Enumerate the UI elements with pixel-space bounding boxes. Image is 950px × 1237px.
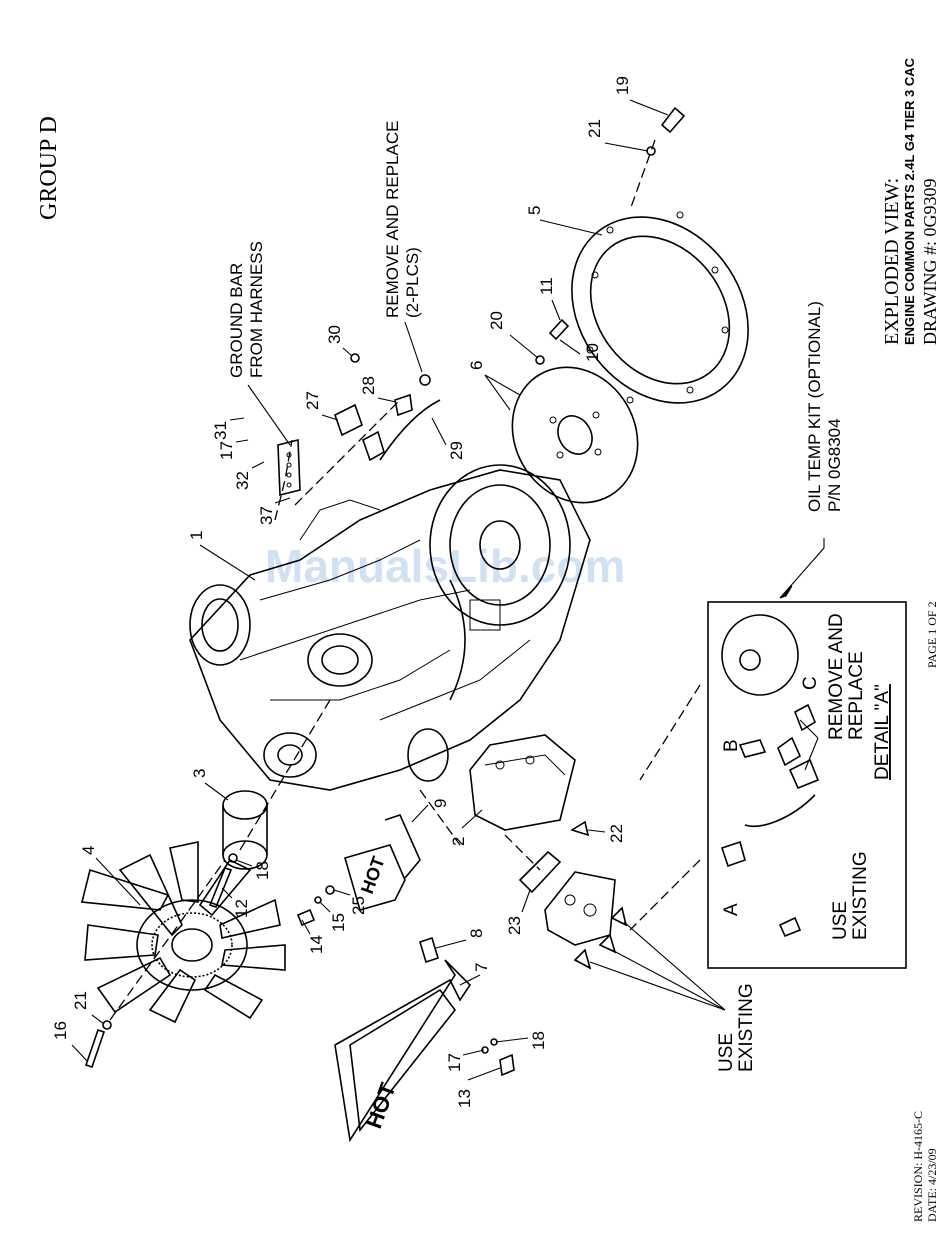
part-number-8: 8 — [467, 929, 486, 938]
part-number-25: 25 — [349, 896, 368, 915]
title-line-1: EXPLODED VIEW: — [881, 178, 903, 345]
title-line-2: ENGINE COMMON PARTS 2.4L G4 TIER 3 CAC — [902, 57, 917, 345]
part-number-37: 37 — [257, 506, 276, 525]
remove-replace-line-1: REMOVE AND REPLACE — [383, 121, 402, 318]
part-number-16: 16 — [51, 1021, 70, 1040]
harness-parts — [274, 353, 441, 521]
fasteners — [84, 699, 515, 1077]
detail-letter-a: A — [721, 903, 742, 916]
part-numbers: 1 2 3 4 5 6 7 8 9 10 11 12 13 14 15 16 — [51, 76, 669, 1108]
fan-assembly — [80, 841, 286, 1024]
group-title: GROUP D — [36, 116, 62, 220]
part-number-18a: 18 — [253, 861, 272, 880]
part-number-12: 12 — [232, 899, 251, 918]
part-number-30: 30 — [325, 325, 344, 344]
ring-bolt — [629, 106, 686, 211]
title-block: EXPLODED VIEW: ENGINE COMMON PARTS 2.4L … — [881, 57, 940, 345]
revision-label: REVISION: H-4165-C — [911, 1111, 925, 1222]
page-label: PAGE 1 OF 2 — [925, 601, 939, 668]
spacer-8 — [419, 936, 439, 964]
part-number-22: 22 — [607, 824, 626, 843]
mount-bracket — [469, 734, 576, 831]
detail-use-existing-2: EXISTING — [850, 851, 871, 940]
detail-remove-replace-2: REPLACE — [846, 651, 867, 740]
part-number-2: 2 — [449, 837, 468, 846]
part-number-11: 11 — [537, 277, 556, 295]
part-number-19: 19 — [613, 76, 632, 95]
use-existing-line-2: EXISTING — [736, 983, 757, 1072]
callout-remove-replace: REMOVE AND REPLACE (2-PLCS) — [383, 121, 423, 373]
part-number-31: 31 — [211, 421, 230, 440]
heat-shield-lower: HOT — [334, 959, 472, 1143]
detail-letter-c: C — [800, 676, 821, 690]
callout-oil-temp: OIL TEMP KIT (OPTIONAL) P/N 0G8304 — [779, 301, 844, 599]
detail-letter-b: B — [721, 739, 742, 752]
part-number-23: 23 — [505, 916, 524, 935]
callout-ground-bar: GROUND BAR FROM HARNESS — [227, 241, 291, 446]
part-number-10: 10 — [583, 343, 602, 362]
adapter-ring — [571, 211, 749, 404]
filter-adapter — [504, 820, 628, 970]
use-existing-line-1: USE — [716, 1033, 737, 1072]
detail-a-box: A B C USE EXISTING REMOVE AND REPLACE DE… — [629, 601, 907, 969]
remove-replace-line-2: (2-PLCS) — [403, 247, 422, 318]
part-number-7: 7 — [472, 963, 491, 972]
part-number-18b: 18 — [529, 1031, 548, 1050]
part-number-32: 32 — [233, 471, 252, 490]
callout-use-existing: USE EXISTING — [589, 921, 757, 1072]
detail-title: DETAIL "A" — [872, 684, 893, 780]
title-line-3: DRAWING #: 0G9309 — [920, 178, 940, 345]
part-number-14: 14 — [307, 935, 326, 954]
oil-temp-line-2: P/N 0G8304 — [825, 418, 844, 512]
part-number-13: 13 — [455, 1089, 474, 1108]
hot-label-lower: HOT — [361, 1079, 401, 1132]
ground-bar — [277, 438, 301, 497]
hot-label-upper: HOT — [357, 854, 389, 897]
part-number-3: 3 — [190, 769, 209, 778]
part-number-5: 5 — [525, 206, 544, 215]
date-label: DATE: 4/23/09 — [925, 1148, 939, 1222]
part-number-21a: 21 — [585, 119, 604, 138]
flywheel-bolt — [535, 318, 570, 365]
part-number-6: 6 — [467, 361, 486, 370]
ground-bar-line-2: FROM HARNESS — [247, 241, 266, 378]
part-number-27: 27 — [303, 391, 322, 410]
part-number-1: 1 — [187, 531, 206, 540]
part-number-17a: 17 — [445, 1053, 464, 1072]
detail-remove-replace-1: REMOVE AND — [826, 613, 847, 740]
engine-block — [189, 464, 591, 791]
part-number-21b: 21 — [71, 991, 90, 1010]
part-number-29: 29 — [447, 441, 466, 460]
detail-use-existing-1: USE — [830, 901, 851, 940]
flywheel — [511, 366, 639, 504]
oil-temp-line-1: OIL TEMP KIT (OPTIONAL) — [805, 301, 824, 512]
part-number-15: 15 — [329, 913, 348, 932]
ground-bar-line-1: GROUND BAR — [227, 263, 246, 378]
part-number-28: 28 — [359, 376, 378, 395]
heat-shield-upper: HOT — [344, 814, 421, 911]
part-number-4: 4 — [79, 846, 98, 855]
part-number-9: 9 — [431, 799, 450, 808]
watermark: ManualsLib.com — [265, 540, 625, 592]
part-number-17b: 17 — [217, 441, 236, 460]
part-number-20: 20 — [487, 311, 506, 330]
